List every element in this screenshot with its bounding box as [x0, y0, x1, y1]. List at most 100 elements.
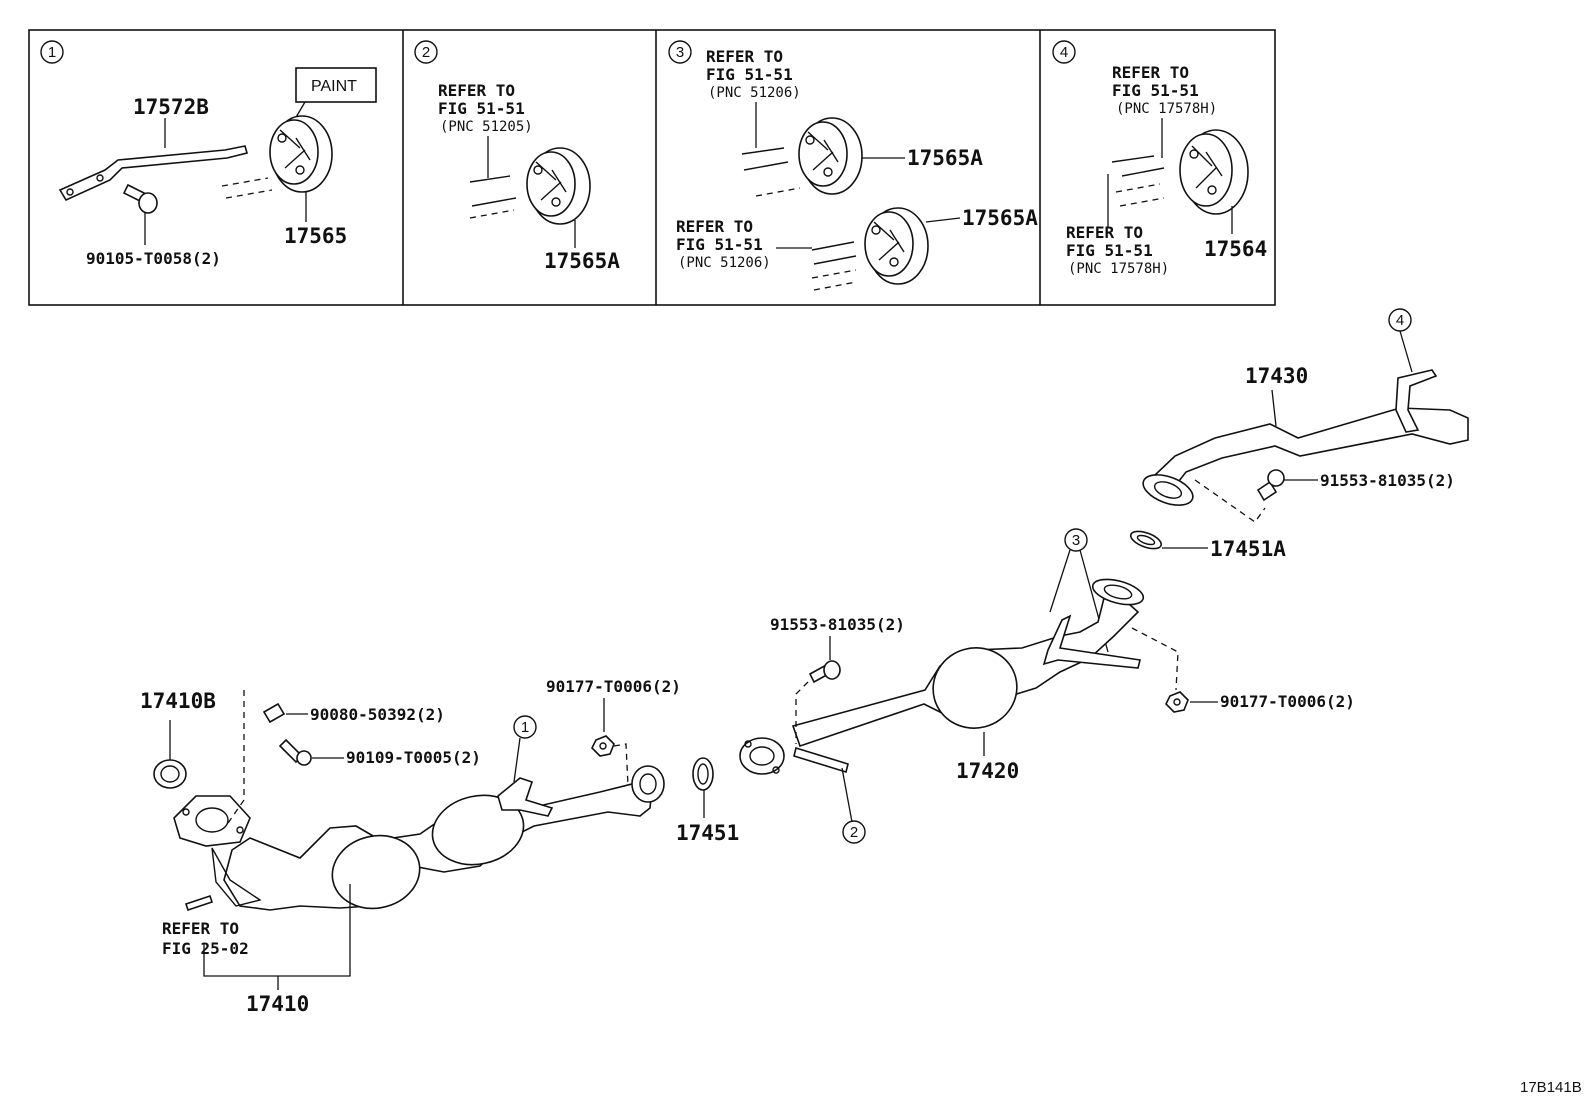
center-pipe-assembly: 3 17420 90177-T0006(2) 91553-81035(2) — [739, 528, 1355, 844]
insert-pins — [469, 175, 517, 207]
hanger-hole — [96, 174, 104, 182]
part-label-17565a: 17565A — [907, 146, 983, 170]
callout-marker — [668, 40, 692, 64]
ref-text: REFER TO — [162, 919, 239, 938]
rubber-cushion-17565a-lower — [864, 207, 929, 285]
bolt-90105 — [122, 183, 158, 214]
callout-marker — [40, 40, 64, 64]
bolt-91553-rear — [1256, 469, 1285, 502]
ref-text: (PNC 51206) — [708, 85, 801, 101]
center-muffler — [932, 647, 1018, 729]
nut-90177-center — [1165, 691, 1189, 713]
leader-line — [1049, 549, 1071, 613]
callout-marker-label: 2 — [850, 824, 858, 841]
leader-line — [1399, 330, 1413, 373]
front-pipe-assembly: 90177-T0006(2) 1 17410B — [140, 677, 681, 1016]
callout-marker — [1052, 40, 1076, 64]
part-label-17430: 17430 — [1245, 364, 1308, 388]
nut-path — [1131, 627, 1179, 691]
center-hanger — [1042, 614, 1141, 669]
stud-front — [184, 894, 214, 912]
leader-line — [1271, 389, 1277, 427]
part-label-17565a: 17565A — [544, 249, 620, 273]
inset-3: 3 REFER TO FIG 51-51 (PNC 51206) 17565A … — [668, 40, 1038, 291]
paint-box — [295, 67, 377, 103]
part-label-17565a: 17565A — [962, 206, 1038, 230]
gasket-17451: 17451 — [676, 757, 739, 845]
insert-pins — [221, 177, 273, 199]
ref-text: FIG 51-51 — [1112, 81, 1199, 100]
ref-text: FIG 51-51 — [676, 235, 763, 254]
bracket-line — [203, 884, 351, 977]
callout-marker-label: 4 — [1060, 44, 1068, 61]
rubber-cushion-17565 — [269, 115, 333, 193]
insert-pins — [1111, 155, 1165, 177]
tailpipe-flange — [1142, 474, 1194, 506]
part-label-90105: 90105-T0058(2) — [86, 249, 221, 268]
ref-text: (PNC 17578H) — [1116, 101, 1217, 117]
callout-marker-label: 1 — [521, 719, 529, 736]
bolt-91553-center — [808, 660, 841, 684]
part-label-17564: 17564 — [1204, 237, 1267, 261]
callout-marker-label: 4 — [1396, 312, 1404, 329]
rear-converter — [431, 794, 525, 866]
leader-line — [925, 217, 961, 223]
ref-text: REFER TO — [1112, 63, 1189, 82]
tailpipe-hanger — [1395, 369, 1438, 433]
inset-2: 2 REFER TO FIG 51-51 (PNC 51205) 17565A — [414, 40, 620, 273]
center-front-hanger — [793, 746, 849, 774]
ref-text: REFER TO — [676, 217, 753, 236]
center-front-flange — [739, 737, 785, 775]
front-manifold-flange — [173, 795, 262, 907]
part-label-17410b: 17410B — [140, 689, 216, 713]
part-label-17420: 17420 — [956, 759, 1019, 783]
ref-text: REFER TO — [706, 47, 783, 66]
callout-marker-label: 3 — [1072, 532, 1080, 549]
front-rear-flange — [631, 765, 665, 803]
leader-line — [841, 767, 853, 823]
ref-text: (PNC 51205) — [440, 119, 533, 135]
diagram-code: 17B141B — [1520, 1079, 1582, 1096]
stud-90080 — [262, 702, 286, 724]
callout-marker-label: 3 — [676, 44, 684, 61]
ref-text: FIG 51-51 — [1066, 241, 1153, 260]
hanger-pipe — [58, 145, 248, 202]
rubber-cushion-17564 — [1179, 129, 1249, 215]
part-label-17451: 17451 — [676, 821, 739, 845]
ref-text: REFER TO — [438, 81, 515, 100]
ref-text: (PNC 51206) — [678, 255, 771, 271]
hanger-hole — [66, 188, 74, 196]
rubber-cushion-17565a-upper — [798, 117, 863, 195]
insert-pins — [741, 147, 789, 171]
callout-marker — [1064, 528, 1088, 552]
insert-pins — [1115, 183, 1165, 207]
ref-text: FIG 51-51 — [438, 99, 525, 118]
bolt-path — [795, 681, 809, 744]
gasket-17451a: 17451A — [1129, 530, 1286, 561]
insert-pins — [811, 241, 857, 265]
inset-1: 1 17572B 90105-T0058(2) PAINT 17565 — [40, 40, 377, 268]
ref-text: (PNC 17578H) — [1068, 261, 1169, 277]
center-flange — [1091, 578, 1145, 606]
bolt-path — [1194, 479, 1266, 523]
callout-marker — [842, 820, 866, 844]
inset-panels — [28, 29, 1276, 306]
callout-marker — [414, 40, 438, 64]
front-hanger — [497, 777, 554, 817]
part-label-90177: 90177-T0006(2) — [546, 677, 681, 696]
tailpipe-assembly: 4 17430 91553-81035(2) — [1142, 308, 1469, 523]
callout-marker-label: 1 — [48, 44, 56, 61]
part-label-17572b: 17572B — [133, 95, 209, 119]
ref-text: REFER TO — [1066, 223, 1143, 242]
bolt-90109 — [278, 738, 312, 766]
nut-90177-front — [591, 735, 615, 757]
rubber-cushion-17565a — [526, 147, 591, 225]
ref-text: FIG 25-02 — [162, 939, 249, 958]
insert-pins — [811, 269, 857, 291]
part-label-17451a: 17451A — [1210, 537, 1286, 561]
part-label-90109: 90109-T0005(2) — [346, 748, 481, 767]
nut-path — [613, 743, 629, 787]
callout-marker — [513, 715, 537, 739]
tailpipe-17430 — [1153, 407, 1469, 492]
